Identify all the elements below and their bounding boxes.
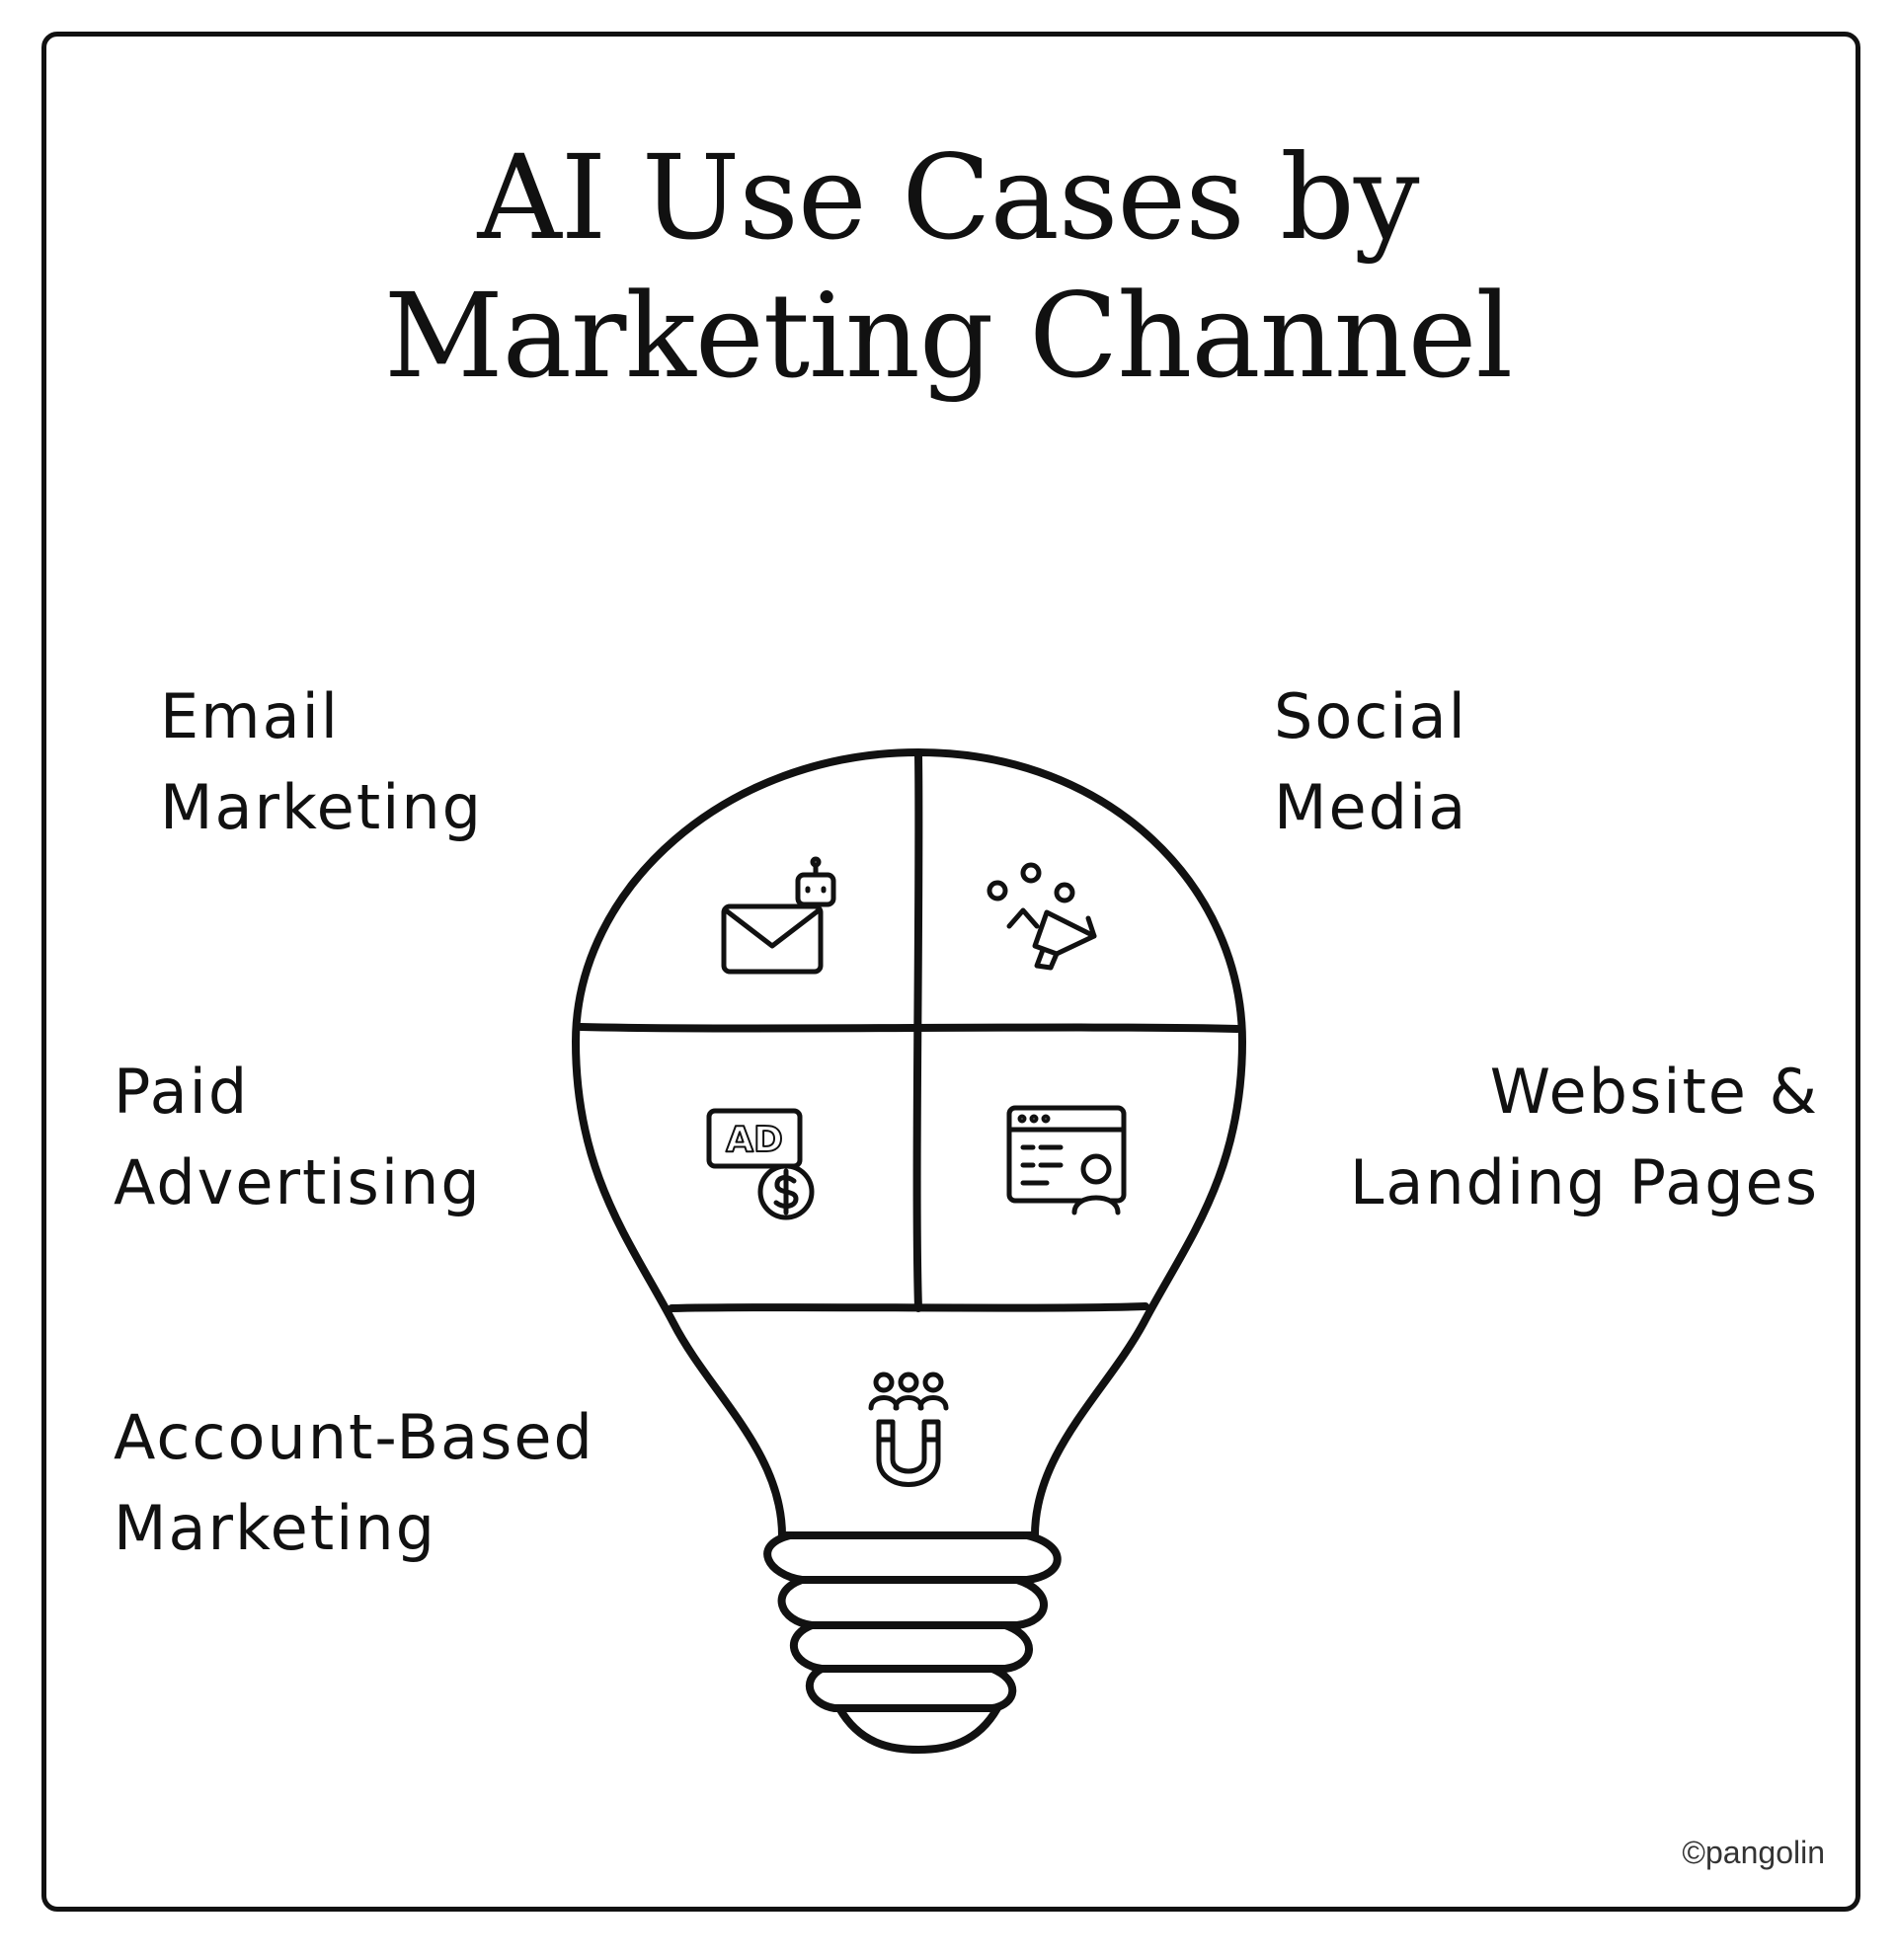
social-megaphone-icon [987,862,1097,971]
bulb-base-thread-4 [806,1665,1017,1712]
label-paid-advertising: Paid Advertising [114,1047,482,1228]
social-label-line-2: Media [1274,771,1468,843]
label-social-media: Social Media [1274,671,1467,853]
divider-horizontal-upper [577,1023,1241,1033]
abm-label-line-2: Marketing [114,1492,437,1564]
email-robot-icon [721,856,836,975]
email-label-line-1: Email [160,680,341,752]
title-line-2: Marketing Channel [383,268,1513,404]
bulb-base-thread-1 [763,1531,1062,1584]
paid-label-line-2: Advertising [114,1146,482,1218]
divider-horizontal-lower [668,1302,1149,1312]
social-label-line-1: Social [1274,680,1467,752]
bulb-base-tip [835,1704,1001,1754]
website-label-line-1: Website & [1489,1056,1819,1128]
bulb-base-thread-2 [777,1576,1048,1629]
email-label-line-2: Marketing [160,771,484,843]
website-label-line-2: Landing Pages [1349,1146,1819,1218]
ad-dollar-icon: AD [706,1108,815,1220]
abm-label-line-1: Account-Based [114,1401,594,1473]
credit-text: ©pangolin [1682,1835,1825,1870]
people-magnet-icon [868,1372,949,1487]
label-email-marketing: Email Marketing [160,671,483,853]
title-line-1: AI Use Cases by [477,129,1420,266]
bulb-outline [572,748,1246,1539]
bulb-base-thread-3 [789,1621,1033,1673]
webpage-user-icon [1006,1105,1127,1215]
page-title: AI Use Cases by Marketing Channel [0,128,1896,405]
outer-frame [41,32,1860,1912]
ad-icon-text: AD [726,1120,783,1160]
paid-label-line-1: Paid [114,1056,250,1128]
divider-vertical [912,751,923,1312]
label-website-landing-pages: Website & Landing Pages [1350,1047,1819,1228]
label-account-based-marketing: Account-Based Marketing [114,1392,594,1574]
